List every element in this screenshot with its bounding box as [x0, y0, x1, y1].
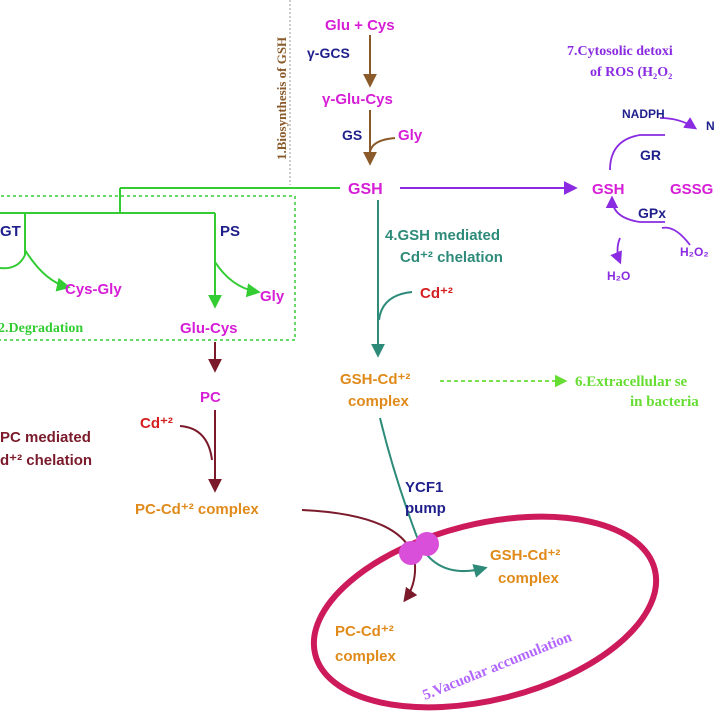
gs-enzyme: GS: [342, 127, 362, 143]
gsh-cd-complex-line2: complex: [348, 393, 410, 410]
h2o2-label: H₂O₂: [680, 245, 709, 259]
ps-enzyme: PS: [220, 223, 240, 240]
gamma-glu-cys-label: γ-Glu-Cys: [322, 91, 393, 108]
h2o2-arc: [661, 226, 691, 246]
step-7-line2: of ROS (H₂O₂: [590, 65, 672, 80]
step-2-degradation: 2.Degradation: [0, 321, 83, 336]
step-7-line1: 7.Cytosolic detoxi: [567, 44, 673, 59]
gsh-ros-label: GSH: [592, 181, 625, 198]
h2o-arc: [610, 237, 622, 265]
pc-label: PC: [200, 389, 221, 406]
pump-subunit-right: [415, 532, 439, 556]
gamma-gcs-enzyme: γ-GCS: [307, 45, 350, 61]
step-3-line2: d⁺² chelation: [0, 452, 92, 469]
gr-enzyme: GR: [640, 147, 661, 163]
gt-curve: [0, 213, 26, 270]
step-6-line1: 6.Extracellular se: [575, 374, 688, 390]
vacuole-pc-complex-line2: complex: [335, 648, 397, 665]
vacuole-gsh-complex-line1: GSH-Cd⁺²: [490, 547, 560, 564]
ycf1-pump: [399, 532, 439, 565]
gssg-label: GSSG: [670, 181, 713, 198]
step-1-biosynthesis: 1.Biosynthesis of GSH: [274, 37, 289, 160]
nadp-partial-label: N: [706, 119, 715, 133]
step-4-line2: Cd⁺² chelation: [400, 249, 503, 266]
pump-label: pump: [405, 500, 446, 517]
step-4-line1: 4.GSH mediated: [385, 227, 500, 244]
vacuole-gsh-complex-line2: complex: [498, 570, 560, 587]
pc-cd-complex-label: PC-Cd⁺² complex: [135, 501, 259, 518]
gsh-cd-complex-line1: GSH-Cd⁺²: [340, 371, 410, 388]
cd-gsh-label: Cd⁺²: [420, 285, 453, 302]
glu-cys-label: Glu + Cys: [325, 17, 395, 34]
nadph-arc: [659, 117, 698, 130]
step-5-vacuolar: 5.Vacuolar accumulation: [421, 629, 575, 704]
vacuole-membrane: [310, 513, 660, 711]
gr-arc: [609, 134, 665, 171]
glu-cys-degradation-label: Glu-Cys: [180, 320, 238, 337]
arrow-to-gly: [214, 261, 261, 298]
cd-pc-label: Cd⁺²: [140, 415, 173, 432]
arrow-pc-complex-to-vacuole: [301, 509, 418, 603]
gsh-center-label: GSH: [348, 181, 383, 198]
arrow-to-cys-gly: [24, 249, 71, 292]
cys-gly-label: Cys-Gly: [65, 281, 122, 298]
gpx-arc: [605, 195, 665, 223]
step-6-line2: in bacteria: [630, 394, 699, 410]
ycf1-label: YCF1: [405, 479, 443, 496]
gt-enzyme: GT: [0, 223, 21, 240]
h2o-label: H₂O: [607, 269, 630, 283]
cd-input-curve-pc: [179, 425, 213, 461]
step-3-line1: PC mediated: [0, 429, 91, 446]
cd-input-curve-gsh: [378, 291, 413, 321]
nadph-label: NADPH: [622, 107, 665, 121]
vacuole-pc-complex-line1: PC-Cd⁺²: [335, 623, 394, 640]
gly-input-curve: [369, 137, 396, 153]
gpx-enzyme: GPx: [638, 205, 666, 221]
gly-label: Gly: [260, 288, 285, 305]
gly-top-label: Gly: [398, 127, 423, 144]
degradation-box: [0, 195, 296, 341]
